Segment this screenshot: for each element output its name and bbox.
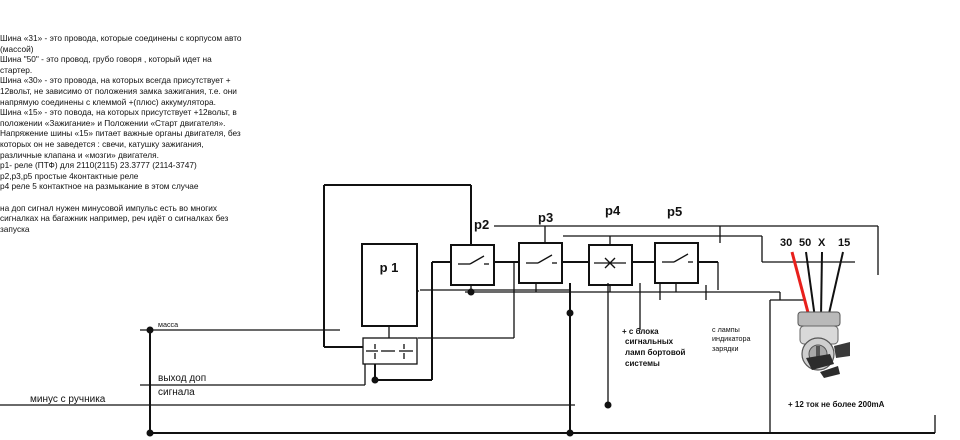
charge-lamp-callout: с лампы индикатора зарядки	[712, 325, 751, 353]
note-line: запуска	[0, 223, 30, 234]
note-line: Напряжение шины «15» питает важные орган…	[0, 128, 241, 139]
note-line: которых он не заведется : свечи, катушку…	[0, 138, 204, 149]
svg-text:сигнальных: сигнальных	[625, 337, 674, 346]
junction-dots	[146, 288, 612, 437]
note-line: р4 реле 5 контактное на размыкание в это…	[0, 181, 199, 192]
note-line: положении «Зажигание» и Положении «Старт…	[0, 117, 226, 128]
note-line: напрямую соединены с клеммой +(плюс) акк…	[0, 96, 216, 107]
signal-block-callout: + с блока сигнальных ламп бортовой систе…	[622, 327, 686, 368]
note-line: различные клапана и «мозги» двигателя.	[0, 149, 159, 160]
svg-text:системы: системы	[625, 359, 660, 368]
note-line: р1- реле (ПТФ) для 2110(2115) 23.3777 (2…	[0, 160, 197, 171]
relay-p2-label: р2	[474, 217, 489, 232]
svg-text:индикатора: индикатора	[712, 334, 751, 343]
relay-p2: р2	[450, 217, 495, 286]
ignition-switch: 30 50 X 15	[780, 237, 850, 378]
note-line: р2,р3,р5 простые 4контактные реле	[0, 170, 139, 181]
ignition-terminal-50: 50	[799, 237, 811, 249]
note-line: Шина «30» - это провода, на которых всег…	[0, 75, 231, 86]
extra-signal-label-1: выход доп	[158, 373, 206, 384]
relay-p1-contacts	[362, 326, 418, 365]
explanation-notes: Шина «31» - это провода, которые соедине…	[0, 33, 262, 234]
relay-p5-label: р5	[667, 204, 682, 219]
svg-text:+ с блока: + с блока	[622, 327, 659, 336]
relay-p3-label: р3	[538, 210, 553, 225]
note-line: Шина «31» - это провода, которые соедине…	[0, 33, 242, 43]
ignition-terminal-30: 30	[780, 237, 792, 249]
note-line: Шина «15» - это повода, на которых прису…	[0, 107, 237, 118]
mass-label: масса	[158, 320, 178, 329]
relay-p5: р5	[654, 204, 699, 284]
note-line: 12вольт, не зависимо от положения замка …	[0, 85, 237, 96]
relay-p4-label: р4	[605, 203, 621, 218]
svg-text:ламп бортовой: ламп бортовой	[625, 348, 686, 357]
svg-text:с лампы: с лампы	[712, 325, 740, 334]
ignition-terminal-15: 15	[838, 237, 850, 249]
note-line: (массой)	[0, 43, 34, 54]
plus12-label: + 12 ток не более 200mA	[788, 400, 885, 409]
note-line: стартер.	[0, 64, 33, 75]
note-line: сигналках на багажник например, реч идёт…	[0, 213, 229, 224]
extra-signal-label-2: сигнала	[158, 387, 195, 398]
ignition-terminal-x: X	[818, 237, 826, 249]
relay-p1: р 1	[361, 243, 418, 327]
handbrake-minus-label: минус с ручника	[30, 394, 106, 405]
relay-p1-label: р 1	[380, 260, 399, 275]
note-line: Шина "50" - это провод, грубо говоря , к…	[0, 54, 212, 65]
svg-text:зарядки: зарядки	[712, 344, 738, 353]
wires	[0, 184, 936, 434]
relay-p3: р3	[518, 210, 563, 284]
note-line: на доп сигнал нужен минусовой импульс ес…	[0, 202, 218, 213]
